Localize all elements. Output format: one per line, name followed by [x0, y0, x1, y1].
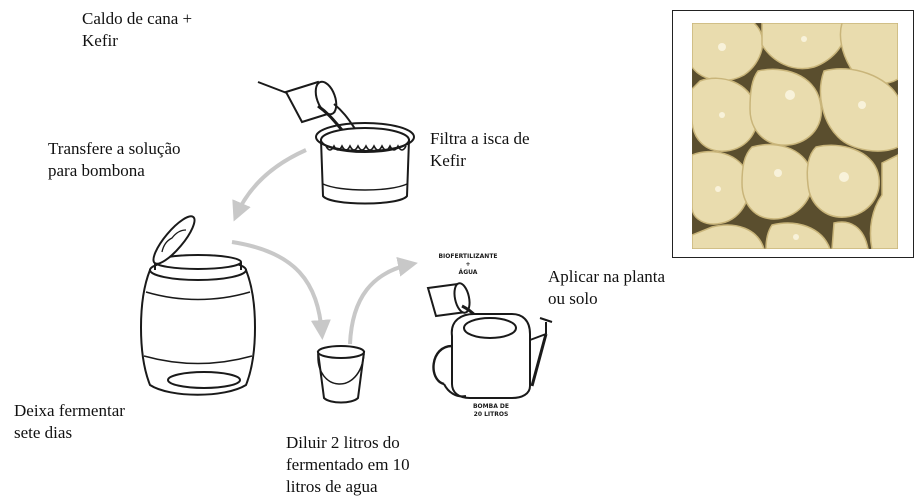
arrow-to-sprayer [348, 256, 418, 345]
barrel-icon [140, 215, 256, 396]
pouring-pot-icon [257, 80, 357, 134]
label-transfer-solution: Transfere a solução para bombona [48, 139, 181, 180]
small-bucket-icon [316, 345, 366, 404]
sprayer-text-top-1: BIOFERTILIZANTE [438, 253, 497, 260]
sprayer-text-top-3: ÁGUA [459, 269, 478, 276]
label-dilute: Diluir 2 litros do fermentado em 10 litr… [286, 433, 410, 496]
sprayer-text-bottom-2: 20 LITROS [474, 411, 509, 418]
label-filter-kefir: Filtra a isca de Kefir [430, 129, 530, 170]
sprayer-caption: BIOFERTILIZANTE + ÁGUA BOMBA DE 20 LITRO… [438, 253, 509, 418]
kefir-grains-photo [692, 23, 898, 249]
label-apply-plant-soil: Aplicar na planta ou solo [548, 267, 666, 308]
strainer-bucket-icon [315, 122, 415, 205]
label-ferment-seven-days: Deixa fermentar sete dias [14, 401, 125, 442]
kefir-grains-photo-frame [672, 10, 914, 258]
sprayer-text-top-2: + [465, 261, 470, 268]
sprayer-text-bottom-1: BOMBA DE [473, 403, 509, 410]
arrow-to-barrel [232, 148, 307, 222]
label-sugarcane-kefir: Caldo de cana + Kefir [82, 9, 193, 50]
arrow-to-bucket [231, 240, 331, 340]
sprayer-icon [432, 313, 553, 399]
